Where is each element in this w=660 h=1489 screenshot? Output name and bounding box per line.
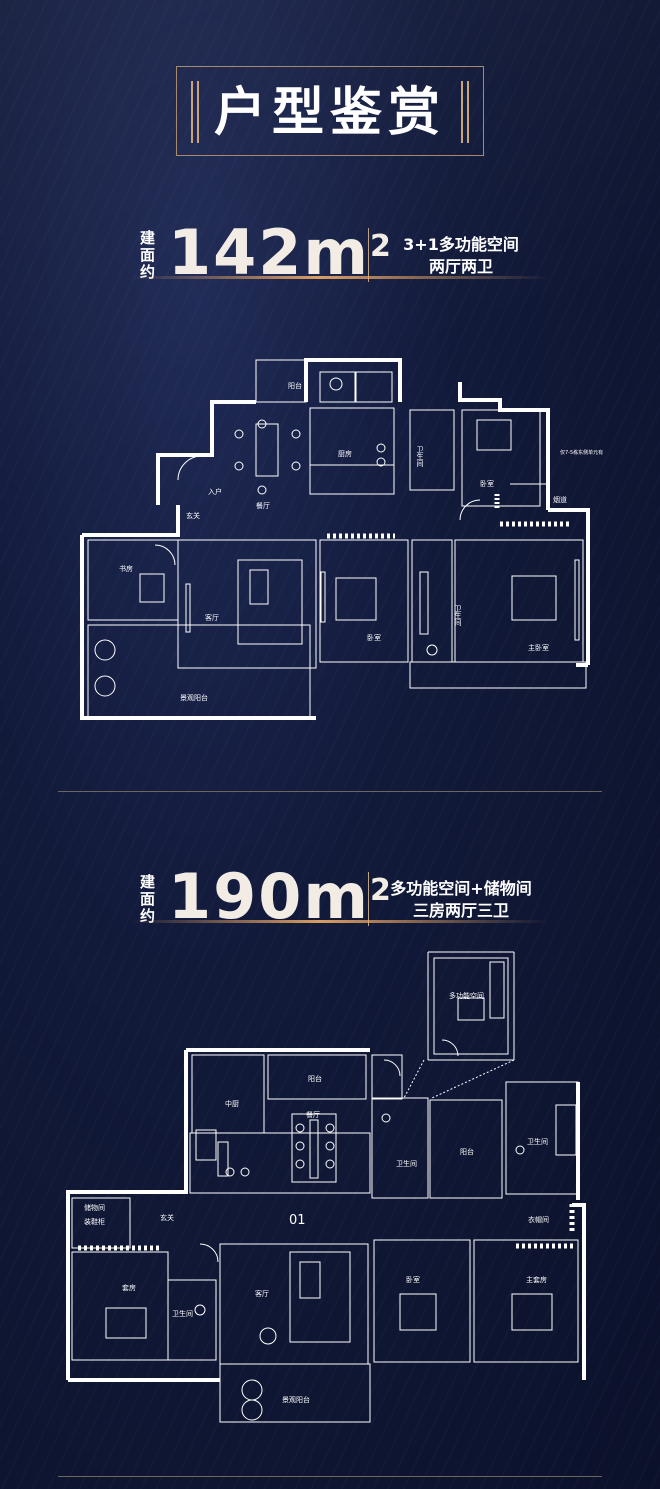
room-label: 厨房 <box>338 449 352 458</box>
room-label: 卫生间 <box>416 446 424 468</box>
title-frame: 户型鉴赏 <box>176 66 484 156</box>
room-label: 景观阳台 <box>282 1395 310 1404</box>
room-label: 卧室 <box>367 633 381 642</box>
room-label: 阳台 <box>460 1147 474 1156</box>
room-label: 储物间 <box>84 1203 105 1212</box>
area-value: 190m2 <box>168 860 393 933</box>
room-label: 装鞋柜 <box>84 1217 105 1226</box>
plan-2-heading: 建面约 190m2 多功能空间+储物间 三房两厅三卫 <box>140 862 540 938</box>
note-label: 仅7-5栋东侧单元有 <box>560 449 603 456</box>
room-label: 主套房 <box>526 1275 547 1284</box>
plan-description: 多功能空间+储物间 三房两厅三卫 <box>390 879 532 920</box>
room-label: 卧室 <box>406 1275 420 1284</box>
room-label: 卫生间 <box>396 1159 417 1168</box>
section-divider <box>58 1476 602 1477</box>
room-label: 玄关 <box>160 1213 174 1222</box>
room-label: 阳台 <box>288 381 302 390</box>
room-label: 客厅 <box>255 1289 269 1298</box>
room-label: 中厨 <box>225 1099 239 1108</box>
room-label: 玄关 <box>186 511 200 520</box>
divider <box>368 228 369 282</box>
section-divider <box>58 791 602 792</box>
room-label: 客厅 <box>205 613 219 622</box>
room-label: 景观阳台 <box>180 693 208 702</box>
room-label: 餐厅 <box>306 1110 320 1119</box>
room-label: 衣帽间 <box>528 1215 549 1224</box>
room-label: 阳台 <box>308 1074 322 1083</box>
divider <box>368 872 369 926</box>
unit-number: 01 <box>289 1213 306 1228</box>
room-label: 卫生间 <box>172 1309 193 1318</box>
room-label: 餐厅 <box>256 501 270 510</box>
room-label: 卧室 <box>480 479 494 488</box>
room-label: 入户 <box>208 487 222 496</box>
room-label: 主卧室 <box>528 643 549 652</box>
room-label: 套房 <box>122 1283 136 1292</box>
glow-line <box>130 276 550 279</box>
room-label: 书房 <box>119 564 133 573</box>
room-label: 烟道 <box>553 495 567 504</box>
room-label: 卫生间 <box>454 605 462 627</box>
plan-description: 3+1多功能空间 两厅两卫 <box>403 235 519 276</box>
page-title: 户型鉴赏 <box>213 83 446 143</box>
plan-1-heading: 建面约 142m2 3+1多功能空间 两厅两卫 <box>140 218 540 294</box>
area-value: 142m2 <box>168 216 393 289</box>
glow-line <box>130 920 550 923</box>
room-label: 卫生间 <box>527 1137 548 1146</box>
room-label: 多功能空间 <box>449 991 484 1000</box>
